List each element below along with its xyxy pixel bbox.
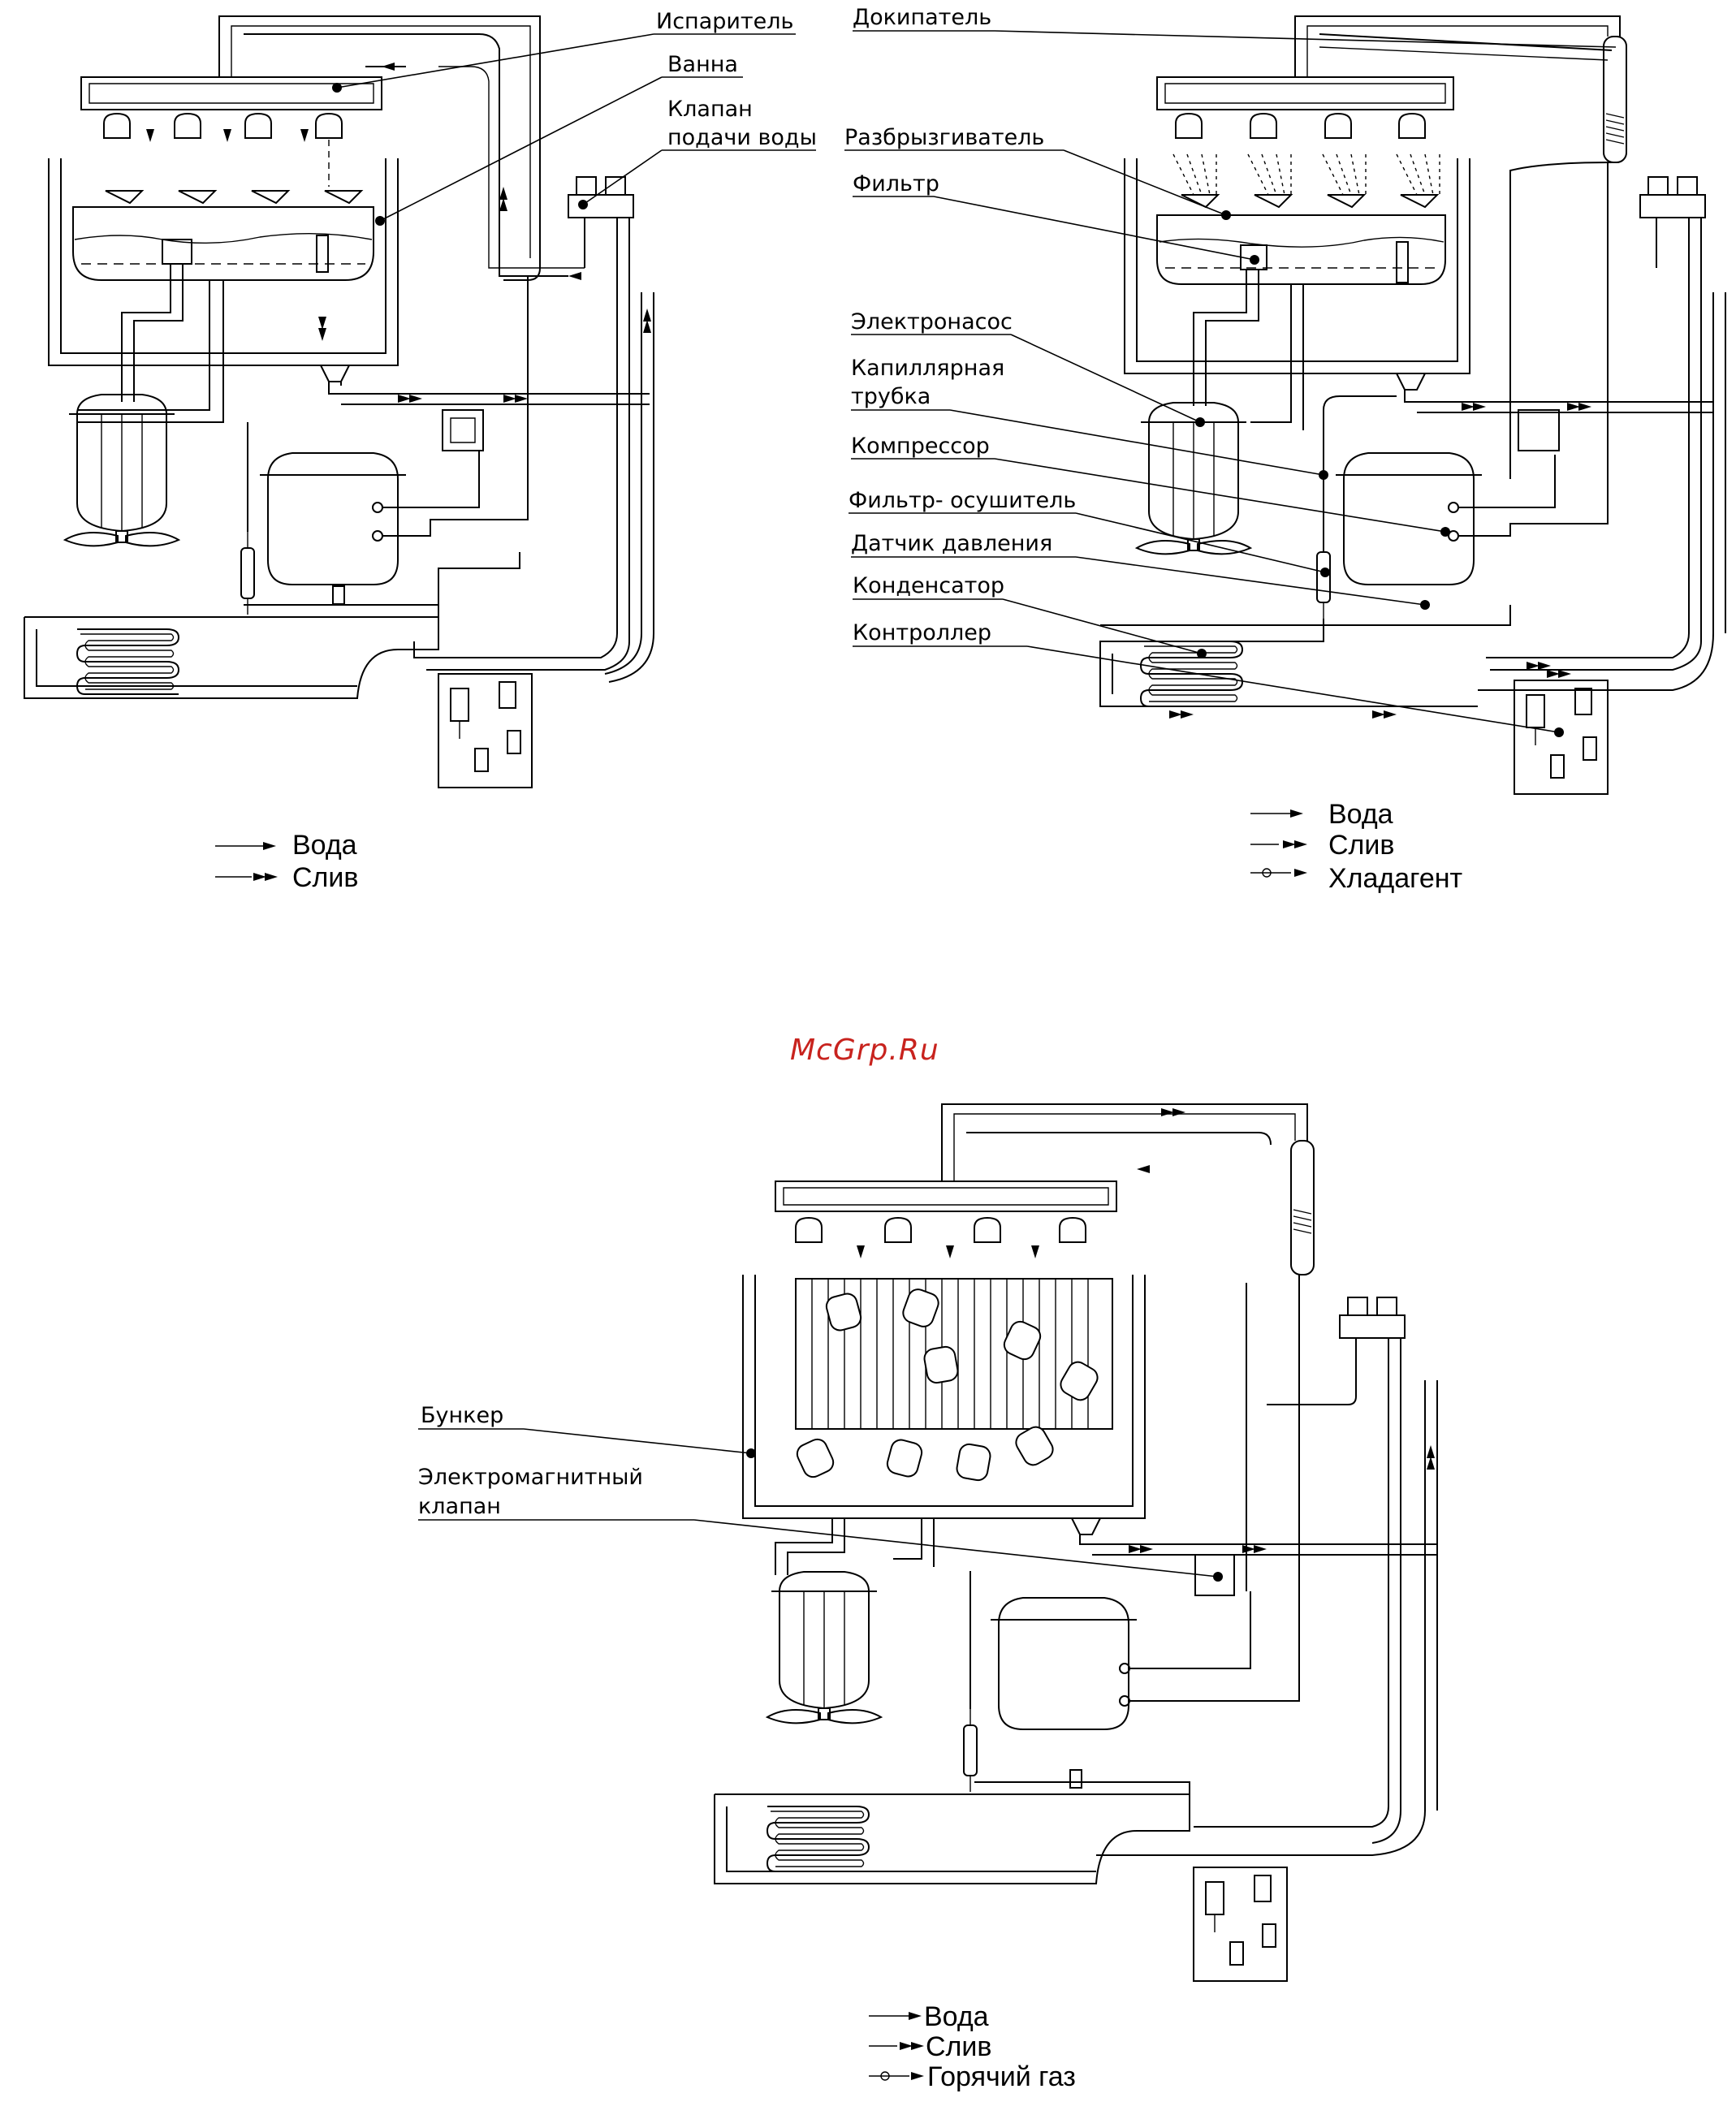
legend1-water: Вода (292, 830, 357, 861)
diagram3-legend: Вода Слив Горячий газ (869, 2001, 1076, 2092)
diagram2-schematic (1100, 16, 1725, 794)
label-filter: Фильтр (853, 171, 939, 196)
label-evaporator: Испаритель (656, 9, 793, 34)
diagram1-schematic (24, 16, 654, 788)
label-valve-line1: Клапан (667, 97, 753, 122)
label-condenser: Конденсатор (853, 573, 1004, 598)
label-capillary-line2: трубка (851, 384, 931, 409)
label-valve-line2: подачи воды (667, 125, 817, 150)
label-solenoid-line1: Электромагнитный (418, 1465, 643, 1490)
label-controller: Контроллер (853, 620, 991, 645)
diagram1-labels: Испаритель Ванна Клапан подачи воды (332, 9, 817, 226)
legend2-water: Вода (1328, 799, 1393, 830)
watermark: McGrp.Ru (790, 1034, 939, 1067)
diagram2-labels: Докипатель Разбрызгиватель Фильтр Электр… (844, 5, 1616, 737)
legend3-water: Вода (924, 2001, 989, 2032)
diagram3-schematic (715, 1104, 1437, 1981)
label-drier: Фильтр- осушитель (849, 488, 1076, 513)
legend1-drain: Слив (292, 862, 358, 893)
label-bunker: Бункер (421, 1403, 503, 1428)
label-solenoid-line2: клапан (418, 1494, 501, 1519)
legend3-drain: Слив (926, 2031, 991, 2062)
legend2-refrigerant: Хладагент (1328, 863, 1462, 894)
diagram1-legend: Вода Слив (215, 830, 358, 893)
label-sprayer: Разбрызгиватель (844, 125, 1044, 150)
legend2-drain: Слив (1328, 830, 1394, 861)
diagram2-legend: Вода Слив Хладагент (1250, 799, 1462, 894)
label-capillary-line1: Капиллярная (851, 356, 1004, 381)
label-pressure-sensor: Датчик давления (851, 531, 1052, 556)
legend3-hot-gas: Горячий газ (927, 2061, 1076, 2092)
label-pump: Электронасос (851, 309, 1013, 335)
label-boiler: Докипатель (853, 5, 991, 30)
label-bath: Ванна (667, 52, 738, 77)
label-compressor: Компрессор (851, 434, 990, 459)
